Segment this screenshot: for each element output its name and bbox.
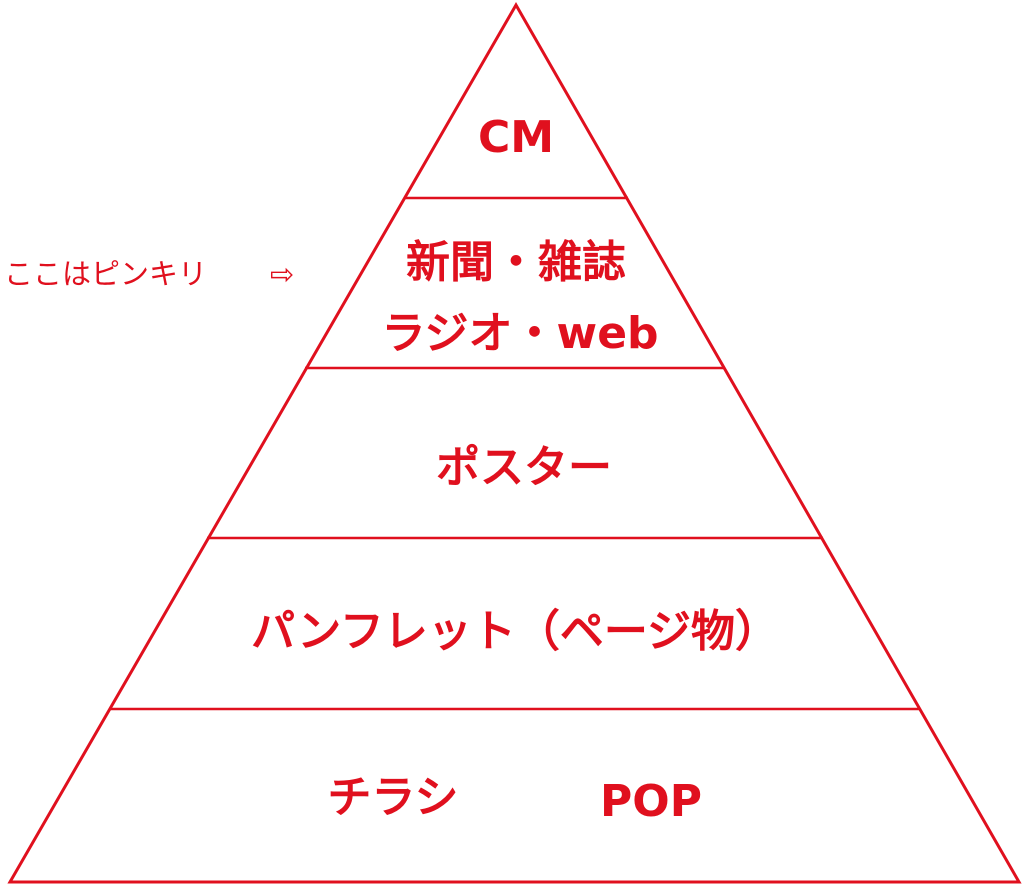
tier-2-label-line-1: 新聞・雑誌 xyxy=(406,237,626,288)
side-note-arrow-icon: ⇨ xyxy=(270,257,294,291)
tier-4-label: パンフレット（ページ物） xyxy=(251,606,779,657)
pyramid-outline xyxy=(7,1,1022,884)
tier-2-label-line-2: ラジオ・web xyxy=(381,308,658,359)
side-note-text: ここはピンキリ xyxy=(4,257,207,291)
tier-3-label: ポスター xyxy=(436,442,612,493)
tier-5-label-right: POP xyxy=(600,776,702,827)
tier-1-label: CM xyxy=(478,112,554,163)
tier-5-label-left: チラシ xyxy=(327,772,458,823)
